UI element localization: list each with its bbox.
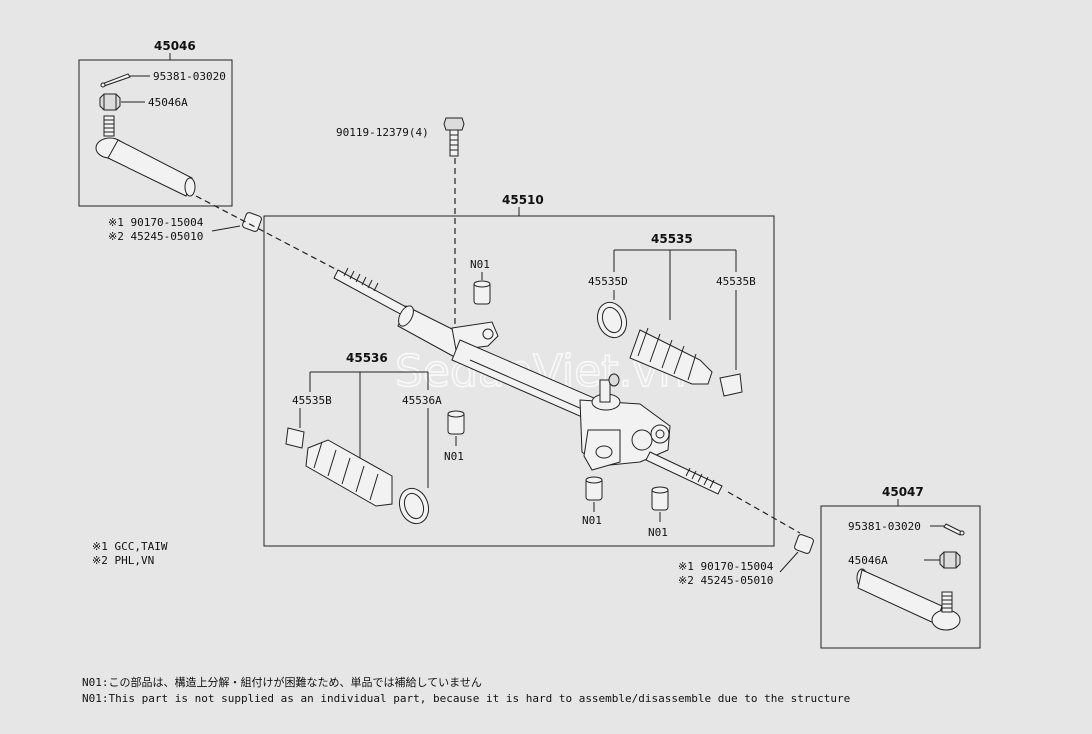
bushing-left-icon[interactable]	[242, 212, 263, 233]
footnote-japanese: N01:この部品は、構造上分解・組付けが困難なため、単品では補給していません	[82, 675, 482, 689]
label-gear-assembly[interactable]: 45510	[502, 193, 544, 207]
boot-left-icon[interactable]	[305, 439, 393, 507]
tie-rod-end-right-group: 45047 95381-03020 45046A	[820, 485, 981, 649]
label-bushing-right-1[interactable]: ※1 90170-15004	[678, 560, 774, 573]
label-n01-top[interactable]: N01	[470, 258, 490, 271]
n01-bushing-bottom-2-icon[interactable]	[651, 486, 669, 511]
label-nut-left[interactable]: 45046A	[148, 96, 188, 109]
label-bolt[interactable]: 90119-12379(4)	[336, 126, 429, 139]
legend-line-2: ※2 PHL,VN	[92, 554, 154, 567]
bolt-icon[interactable]	[443, 117, 465, 157]
label-bushing-left-1[interactable]: ※1 90170-15004	[108, 216, 204, 229]
label-n01-bottom-1[interactable]: N01	[582, 514, 602, 527]
label-clamp-left-a[interactable]: 45536A	[402, 394, 442, 407]
label-cotter-pin-left[interactable]: 95381-03020	[153, 70, 226, 83]
boot-clamp-right-icon[interactable]	[593, 298, 632, 341]
label-bushing-right-2[interactable]: ※2 45245-05010	[678, 574, 773, 587]
tie-rod-end-right-icon[interactable]	[856, 568, 961, 631]
n01-bushing-top-icon[interactable]	[473, 280, 491, 305]
assembly-line-left	[195, 195, 346, 275]
cotter-pin-left-icon[interactable]	[100, 73, 131, 88]
steering-rack-housing-icon[interactable]	[333, 267, 723, 495]
label-nut-right[interactable]: 45046A	[848, 554, 888, 567]
nut-right-icon[interactable]	[939, 551, 961, 569]
label-boot-kit-left[interactable]: 45536	[346, 351, 388, 365]
n01-bushing-mid-icon[interactable]	[447, 410, 465, 435]
boot-clamp-left-icon[interactable]	[395, 484, 434, 527]
nut-left-icon[interactable]	[99, 93, 121, 111]
boot-right-icon[interactable]	[629, 327, 713, 385]
label-clamp-right-d[interactable]: 45535D	[588, 275, 628, 288]
boot-clip-left-icon[interactable]	[285, 427, 305, 449]
label-clip-left-b[interactable]: 45535B	[292, 394, 332, 407]
gear-assembly-box	[263, 215, 775, 547]
n01-bushing-bottom-1-icon[interactable]	[585, 476, 603, 501]
label-bushing-left-2[interactable]: ※2 45245-05010	[108, 230, 203, 243]
tie-rod-end-right-box	[820, 505, 981, 649]
tie-rod-end-left-icon[interactable]	[95, 115, 196, 197]
label-cotter-pin-right[interactable]: 95381-03020	[848, 520, 921, 533]
bushing-right-icon[interactable]	[794, 534, 815, 555]
tie-rod-end-left-box	[78, 59, 233, 207]
assembly-line-right	[727, 491, 801, 534]
tie-rod-end-left-group: 45046 95381-03020 45046A	[78, 39, 233, 207]
label-n01-bottom-2[interactable]: N01	[648, 526, 668, 539]
legend-line-1: ※1 GCC,TAIW	[92, 540, 168, 553]
label-n01-mid[interactable]: N01	[444, 450, 464, 463]
cotter-pin-right-icon[interactable]	[943, 523, 965, 536]
label-tie-rod-end-left[interactable]: 45046	[154, 39, 196, 53]
label-tie-rod-end-right[interactable]: 45047	[882, 485, 924, 499]
label-clip-right-b[interactable]: 45535B	[716, 275, 756, 288]
label-boot-kit-right[interactable]: 45535	[651, 232, 693, 246]
footnote-english: N01:This part is not supplied as an indi…	[82, 692, 850, 705]
boot-clip-right-icon[interactable]	[719, 373, 743, 397]
